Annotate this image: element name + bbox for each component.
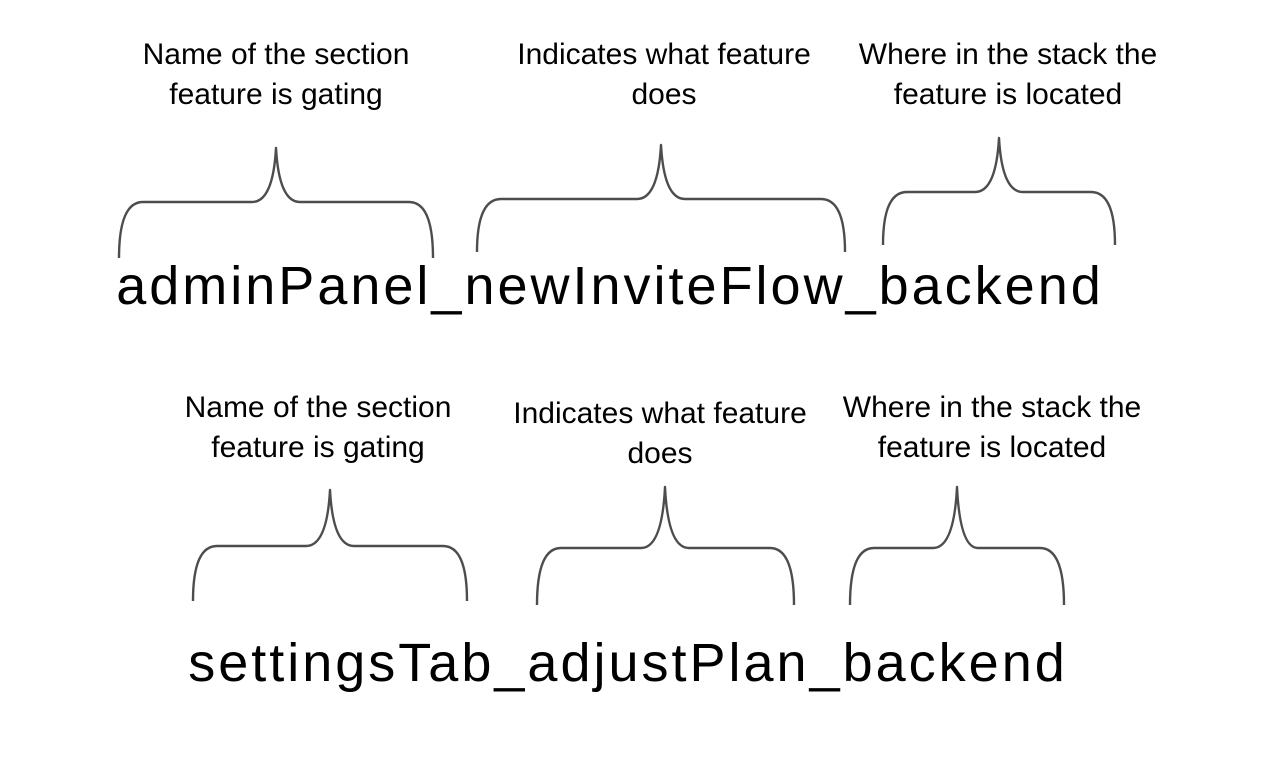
brace-stack-location-1 <box>881 136 1117 246</box>
label-line: Indicates what feature <box>517 38 811 71</box>
label-line: does <box>627 437 693 470</box>
label-feature-does-1: Indicates what feature does <box>517 35 811 115</box>
label-line: does <box>631 78 697 111</box>
label-line: Where in the stack the <box>858 38 1158 71</box>
label-feature-does-2: Indicates what feature does <box>513 394 807 474</box>
brace-feature-does-2 <box>535 485 796 606</box>
label-section-gating-1: Name of the section feature is gating <box>143 35 410 115</box>
flag-name-text-1: adminPanel_newInviteFlow_backend <box>116 256 1104 316</box>
label-stack-location-1: Where in the stack the feature is locate… <box>859 35 1157 115</box>
brace-section-gating-2 <box>191 488 469 602</box>
brace-section-gating-1 <box>117 146 435 259</box>
label-section-gating-2: Name of the section feature is gating <box>185 388 452 468</box>
label-stack-location-2: Where in the stack the feature is locate… <box>843 388 1141 468</box>
brace-stack-location-2 <box>848 485 1066 606</box>
label-line: Name of the section <box>142 38 410 71</box>
label-line: Name of the section <box>184 391 452 424</box>
label-line: Where in the stack the <box>842 391 1142 424</box>
flag-name-text-2: settingsTab_adjustPlan_backend <box>188 633 1068 693</box>
label-line: feature is located <box>877 431 1107 464</box>
label-line: feature is gating <box>169 78 383 111</box>
label-line: Indicates what feature <box>513 397 807 430</box>
label-line: feature is gating <box>211 431 425 464</box>
brace-feature-does-1 <box>475 143 847 253</box>
label-line: feature is located <box>893 78 1123 111</box>
